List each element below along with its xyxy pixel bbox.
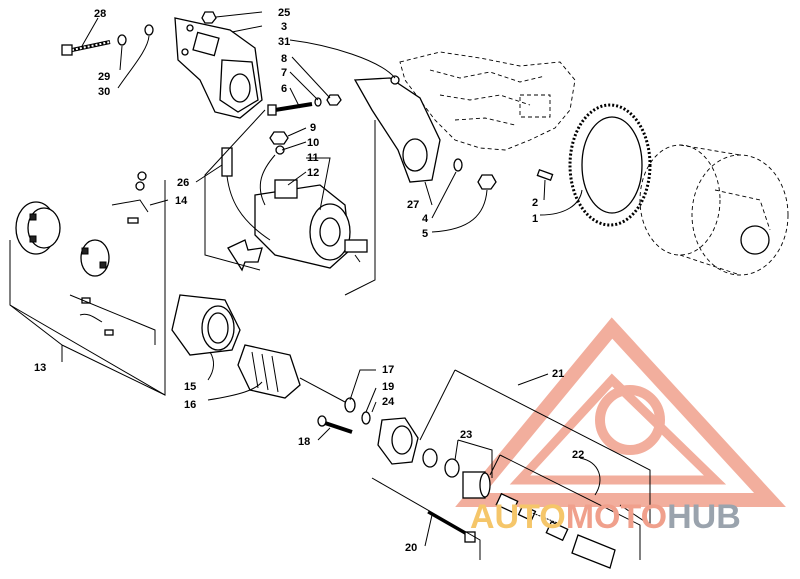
nut-9 xyxy=(269,131,289,145)
battery-cable-26 xyxy=(221,147,271,241)
callout-19: 19 xyxy=(382,381,394,393)
bolt-28 xyxy=(61,40,111,56)
watermark-ring xyxy=(595,385,665,455)
callout-20: 20 xyxy=(405,542,417,554)
bolt-20 xyxy=(427,510,476,543)
support-bracket xyxy=(353,75,441,183)
washer-17 xyxy=(344,397,356,413)
nut-25 xyxy=(201,11,217,24)
callout-26: 26 xyxy=(177,177,189,189)
callout-23: 23 xyxy=(460,429,472,441)
callout-6: 6 xyxy=(281,83,287,95)
callout-17: 17 xyxy=(382,364,394,376)
callout-21: 21 xyxy=(552,368,564,380)
flywheel-housing xyxy=(639,144,789,276)
pinion-gear-22 xyxy=(495,492,616,569)
bolt-2 xyxy=(536,168,554,182)
engine-case-outline xyxy=(399,51,576,151)
watermark-triangle-outer xyxy=(455,317,786,507)
leader-lines xyxy=(9,11,651,560)
callout-8: 8 xyxy=(281,53,287,65)
washer-4 xyxy=(453,158,463,172)
washer-29 xyxy=(117,34,127,46)
callout-10: 10 xyxy=(307,137,319,149)
nut-5 xyxy=(477,174,497,190)
nut-8 xyxy=(326,94,342,106)
watermark-wordmark: AUTOMOTOHUB xyxy=(470,498,741,536)
wire-lead-11 xyxy=(259,145,285,206)
watermark-hub: HUB xyxy=(667,498,741,536)
yoke-housing xyxy=(171,294,241,356)
arrow-pointer xyxy=(227,239,263,272)
callout-1: 1 xyxy=(532,213,538,225)
svg-text:AUTOMOTOHUB: AUTOMOTOHUB xyxy=(470,498,741,536)
clutch-parts-23 xyxy=(422,448,491,499)
callout-27: 27 xyxy=(407,199,419,211)
callout-4: 4 xyxy=(422,213,429,225)
watermark-logo xyxy=(455,317,786,507)
callout-3: 3 xyxy=(281,21,287,33)
callout-25: 25 xyxy=(278,7,290,19)
callout-11: 11 xyxy=(307,152,319,164)
drive-housing-19 xyxy=(377,417,419,465)
armature xyxy=(237,344,346,403)
callout-22: 22 xyxy=(572,449,584,461)
starter-motor-assembly xyxy=(254,179,368,269)
callout-15: 15 xyxy=(184,381,196,393)
washer-30 xyxy=(144,24,154,36)
callout-28: 28 xyxy=(94,8,106,20)
callout-5: 5 xyxy=(422,228,428,240)
watermark-moto: MOTO xyxy=(566,498,667,536)
callout-16: 16 xyxy=(184,399,196,411)
callout-13: 13 xyxy=(34,362,46,374)
callout-2: 2 xyxy=(532,197,538,209)
callout-14: 14 xyxy=(175,195,188,207)
callout-24: 24 xyxy=(382,396,395,408)
bolt-18 xyxy=(317,415,353,434)
callout-7: 7 xyxy=(281,67,287,79)
brush-holder xyxy=(80,239,110,277)
washer-7 xyxy=(314,97,322,107)
brush-springs xyxy=(79,297,114,336)
callout-29: 29 xyxy=(98,71,110,83)
mounting-bracket xyxy=(174,17,263,119)
washer-24 xyxy=(361,411,371,425)
ring-gear xyxy=(568,103,652,227)
callout-18: 18 xyxy=(298,436,310,448)
callout-30: 30 xyxy=(98,86,110,98)
bolt-6 xyxy=(267,102,313,116)
callout-31: 31 xyxy=(278,36,290,48)
callout-12: 12 xyxy=(307,167,319,179)
callout-labels: 28 29 30 25 3 31 8 7 6 9 10 11 12 26 14 … xyxy=(34,7,584,554)
watermark-auto: AUTO xyxy=(470,498,566,536)
end-cover xyxy=(15,201,61,255)
terminal-kit-14 xyxy=(111,171,149,224)
callout-9: 9 xyxy=(310,122,316,134)
